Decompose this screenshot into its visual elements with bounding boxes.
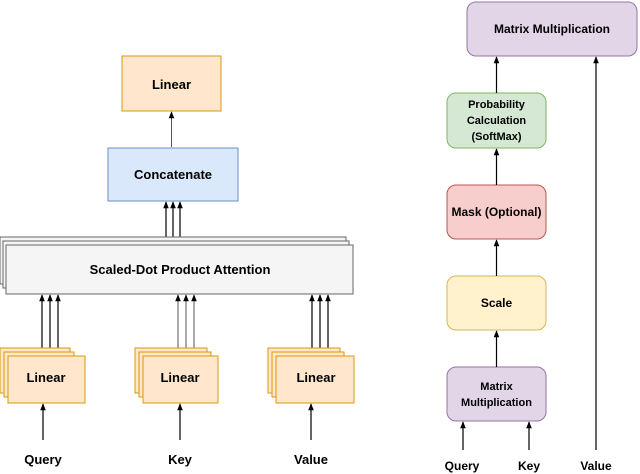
softmax-label-line1: Probability: [468, 99, 526, 111]
edges-inputs-left: [40, 403, 314, 440]
left-panel: Linear Concatenate Scaled-Dot Product At…: [0, 55, 355, 467]
concatenate-label: Concatenate: [134, 167, 212, 182]
right-input-query-label: Query: [445, 459, 480, 473]
edges-linear-to-attention: [39, 294, 331, 356]
right-panel: Matrix Multiplication Probability Calcul…: [445, 1, 638, 473]
linear-value-stack: Linear: [267, 347, 355, 404]
softmax-node: Probability Calculation (SoftMax): [446, 92, 547, 149]
matmul-bottom-label-line2: Multiplication: [461, 397, 532, 409]
mask-label: Mask (Optional): [451, 205, 541, 219]
linear-top-node: Linear: [121, 55, 222, 112]
scale-node: Scale: [446, 275, 547, 331]
linear-query-stack: Linear: [0, 347, 86, 404]
matmul-top-label: Matrix Multiplication: [494, 22, 610, 36]
scale-label: Scale: [481, 296, 513, 310]
left-input-query-label: Query: [24, 452, 62, 467]
attention-label: Scaled-Dot Product Attention: [90, 262, 271, 277]
left-input-value-label: Value: [294, 452, 328, 467]
attention-stack: Scaled-Dot Product Attention: [0, 236, 354, 295]
linear-value-label: Linear: [296, 370, 335, 385]
linear-query-label: Linear: [26, 370, 65, 385]
mask-node: Mask (Optional): [446, 184, 547, 240]
right-input-value-label: Value: [580, 459, 612, 473]
linear-top-label: Linear: [152, 77, 191, 92]
matmul-top-node: Matrix Multiplication: [466, 1, 638, 57]
softmax-label-line3: (SoftMax): [471, 131, 521, 143]
matmul-bottom-label-line1: Matrix: [480, 381, 513, 393]
left-input-key-label: Key: [168, 452, 193, 467]
linear-key-stack: Linear: [134, 347, 219, 404]
softmax-label-line2: Calculation: [467, 115, 527, 127]
concatenate-node: Concatenate: [107, 147, 239, 202]
matmul-bottom-node: Matrix Multiplication: [446, 366, 547, 422]
right-input-key-label: Key: [518, 459, 540, 473]
linear-key-label: Linear: [160, 370, 199, 385]
edges-right-panel: [460, 56, 599, 450]
